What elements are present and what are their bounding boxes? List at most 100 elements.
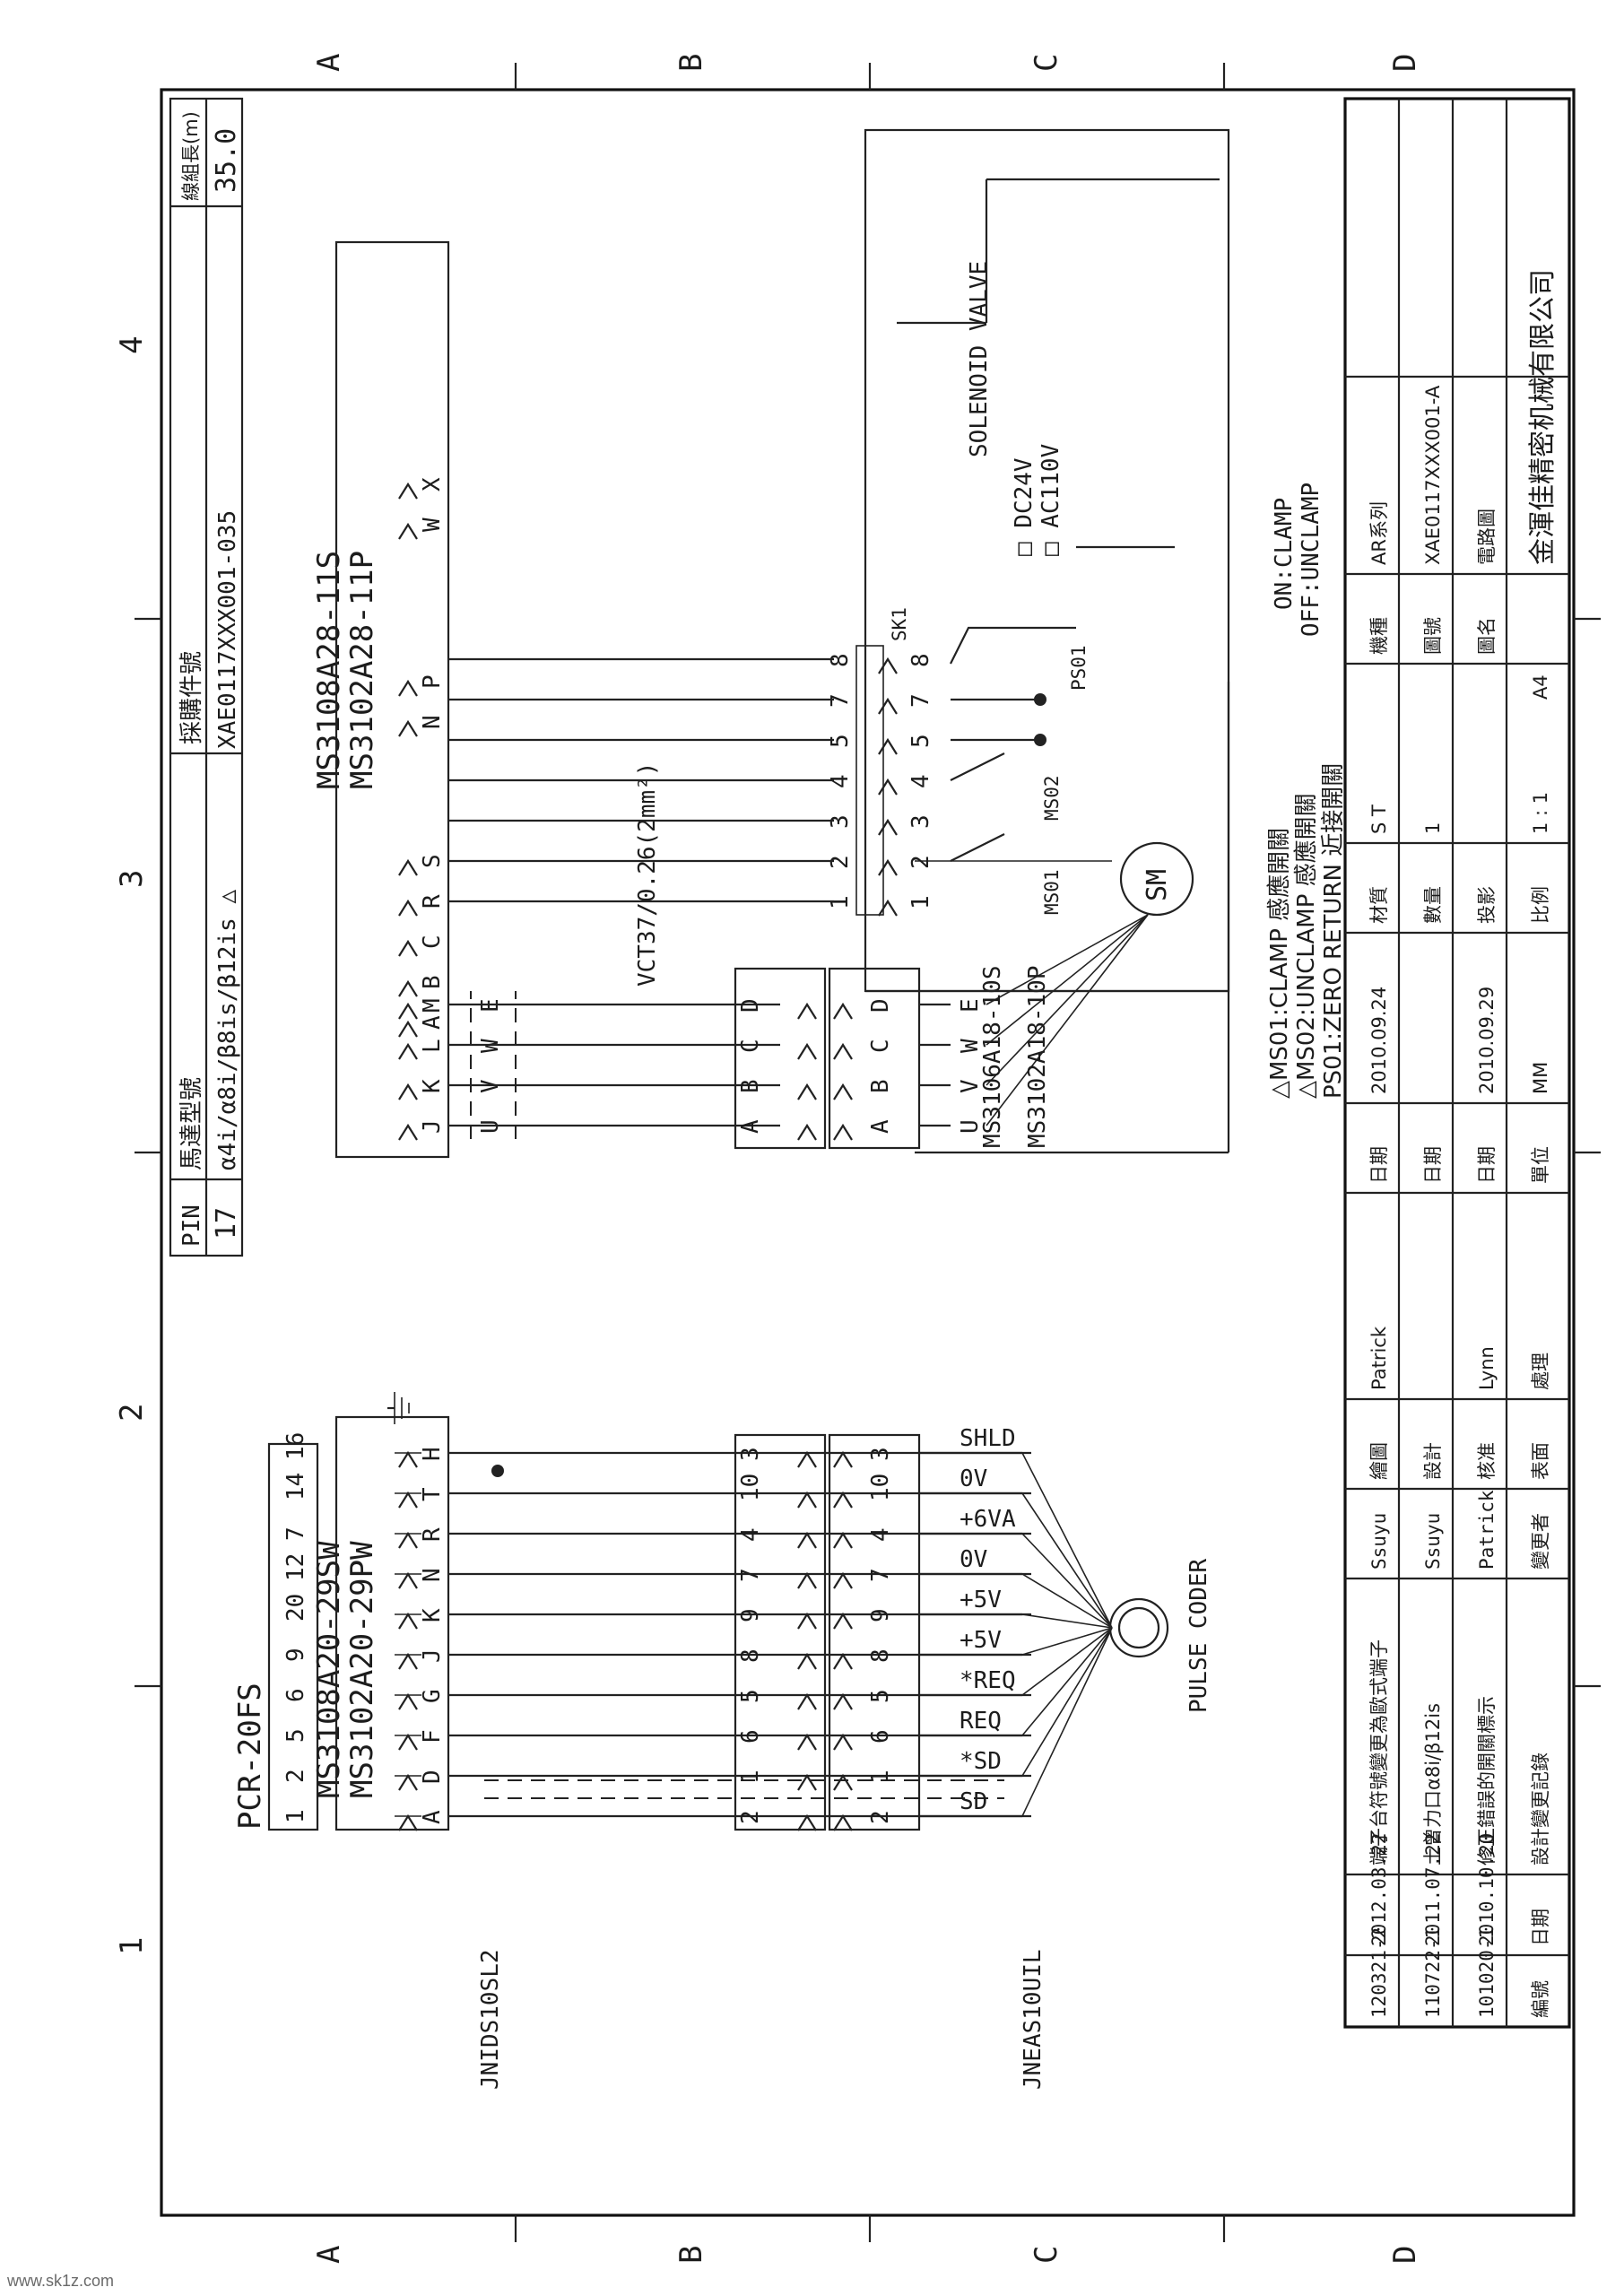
title-block-cell: 2010.09.29: [1476, 987, 1498, 1094]
encoder-fan-wire: [1021, 1627, 1113, 1736]
encoder-terminal-pin-bottom: 1: [867, 1770, 894, 1784]
pulse-coder-inner: [1117, 1606, 1160, 1649]
encoder-fan-wire: [1021, 1492, 1113, 1629]
pcr-title: PCR-20FS: [232, 1683, 268, 1830]
zone-row-d-right: D: [1387, 54, 1423, 72]
encoder-fan-wire: [1021, 1627, 1113, 1777]
switch-terminal-arrow: [878, 858, 898, 876]
pcr-pin-2: 2: [282, 1769, 309, 1783]
encoder-terminal-block-2: [828, 1433, 921, 1831]
note-ps01: PS01:ZERO RETURN 近接開關: [1320, 763, 1347, 1099]
motor-pin-arrow: [797, 1123, 817, 1141]
zone-row-c-left: C: [1029, 2246, 1064, 2264]
title-block-cell: 投影: [1476, 886, 1498, 924]
ms-power-pin-L: L: [419, 1039, 446, 1053]
ps01-contact-dot: [1034, 693, 1046, 706]
encoder-terminal-arrow: [833, 1813, 853, 1831]
title-block-cell: 2010.09.24: [1368, 987, 1390, 1094]
rev-number: 101020-1: [1476, 1927, 1498, 2018]
encoder-fan-wire: [1021, 1533, 1113, 1629]
ms-power-pin-S: S: [419, 854, 446, 868]
pin-table-part: XAE0117XXX001-035: [214, 510, 241, 749]
encoder-terminal-pin-top: 9: [737, 1608, 764, 1622]
switch-terminal-a: 7: [827, 693, 854, 708]
ms-encoder-pin-F: F: [419, 1729, 446, 1744]
zone-col-3: 3: [114, 870, 150, 888]
motor-plug-label: MS3106A18-10S: [979, 966, 1006, 1149]
ms-power-pin-R: R: [419, 894, 446, 909]
switch-terminal-arrow: [878, 737, 898, 755]
encoder-terminal-arrow: [833, 1571, 853, 1589]
rev-head-number: 編號: [1530, 1980, 1551, 2018]
zone-row-c-right: C: [1029, 54, 1064, 72]
drawing-frame: 1 2 3 4 A B C D A B C D: [114, 54, 1601, 2264]
ms-encoder-pin-D: D: [419, 1770, 446, 1784]
ms-encoder-pin-T: T: [419, 1487, 446, 1501]
motor-fan-wire: [986, 914, 1149, 1126]
encoder-terminal-pin-top: 5: [737, 1689, 764, 1703]
encoder-terminal-pin-bottom: 9: [867, 1608, 894, 1622]
encoder-signal-label: *REQ: [960, 1667, 1016, 1694]
pulse-coder-label: PULSE CODER: [1185, 1558, 1212, 1713]
ms-encoder-line1: MS3108A20-29SW: [311, 1541, 347, 1798]
ms-encoder-pin-H: H: [419, 1447, 446, 1461]
ms-encoder-pin-arrow: [398, 1531, 418, 1549]
pin-table-model: α4i/α8i/β8is/β12is △: [214, 890, 241, 1170]
ms-encoder-line2: MS3102A20-29PW: [344, 1541, 380, 1798]
title-block-cell: 1 : 1: [1530, 792, 1551, 834]
title-block-cell: 比例: [1530, 886, 1551, 924]
company-name: 金渾佳精密机械有限公司: [1527, 269, 1559, 565]
encoder-shield: [484, 1779, 1004, 1799]
encoder-terminal-arrow: [797, 1531, 817, 1549]
switch-terminal-b: 3: [908, 814, 934, 829]
ms-power-pin-K: K: [419, 1079, 446, 1093]
zone-row-b-right: B: [673, 54, 709, 72]
encoder-terminal-pin-top: 4: [737, 1527, 764, 1542]
switch-terminal-b: 8: [908, 653, 934, 667]
pcr-pin-6: 6: [282, 1688, 309, 1702]
rev-date: 2012.03.22: [1368, 1833, 1390, 1946]
motor-pin-bottom-B: B: [867, 1079, 894, 1093]
encoder-terminal-pin-bottom: 8: [867, 1648, 894, 1663]
title-block-frame: [1343, 97, 1571, 2029]
title-block-cell: 繪圖: [1368, 1442, 1390, 1480]
rev-description: 修正錯誤的開關標示: [1476, 1696, 1498, 1866]
encoder-terminal-arrow: [797, 1773, 817, 1791]
rev-author: Patrick: [1476, 1490, 1498, 1570]
rev-author: Ssuyu: [1422, 1513, 1444, 1570]
rev-author: Ssuyu: [1368, 1513, 1390, 1570]
encoder-terminal-pin-top: 10: [737, 1474, 764, 1501]
ms-encoder-pin-arrow: [398, 1612, 418, 1630]
motor-pin-top-B: B: [737, 1079, 764, 1093]
motor-pin-bottom-C: C: [867, 1039, 894, 1053]
pin-table-header-pin: PIN: [178, 1205, 205, 1247]
ms-power-pin-arrow: [398, 1020, 418, 1038]
encoder-wiring: 2165897410321658974103SD*SDREQ*REQ+5V+5V…: [448, 1425, 1212, 1831]
ms-power-pin-arrow: [398, 482, 418, 500]
ms-power-pin-B: B: [419, 975, 446, 989]
encoder-terminal-arrow: [833, 1450, 853, 1468]
proximity-switch-contacts: [950, 698, 1040, 862]
motor-uvwe-E: E: [957, 998, 984, 1013]
title-block-cell: A4: [1530, 674, 1551, 700]
encoder-terminal-arrow: [833, 1491, 853, 1509]
title-block-cell: 處理: [1530, 1352, 1551, 1390]
switch-terminal-arrow: [878, 818, 898, 836]
switch-terminal-arrow: [878, 778, 898, 796]
ms-encoder-pin-arrow: [398, 1692, 418, 1710]
switch-terminal-a: 8: [827, 653, 854, 667]
encoder-terminal-arrow: [833, 1773, 853, 1791]
pcr-pin-12: 12: [282, 1553, 309, 1581]
switch-terminal-b: 1: [908, 895, 934, 909]
motor-pin-arrow: [833, 1002, 853, 1020]
ms-encoder-pin-arrow: [398, 1450, 418, 1468]
ms-encoder-pin-arrow: [398, 1571, 418, 1589]
encoder-terminal-pin-bottom: 6: [867, 1729, 894, 1744]
ms-power-pin-arrow: [398, 1083, 418, 1100]
servo-motor-label: SM: [1142, 869, 1173, 901]
zone-row-b-left: B: [673, 2246, 709, 2264]
encoder-fan-wire: [1021, 1627, 1113, 1696]
rev-date: 2010.10.20: [1476, 1833, 1498, 1946]
encoder-terminal-pin-bottom: 4: [867, 1527, 894, 1542]
